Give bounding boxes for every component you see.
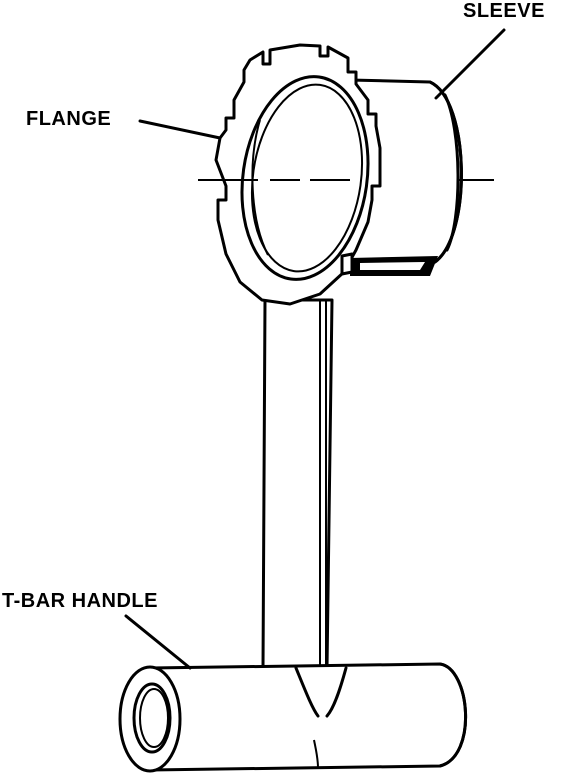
- sleeve-body: [348, 78, 463, 276]
- flange-label: FLANGE: [26, 108, 111, 130]
- sleeve-leader: [434, 28, 506, 100]
- sleeve-label: SLEEVE: [463, 0, 545, 22]
- flange-leader: [138, 119, 222, 140]
- handle-leader: [124, 614, 192, 670]
- handle-shaft: [261, 298, 334, 717]
- t-bar-handle: [118, 662, 468, 773]
- flange: [214, 43, 382, 306]
- handle-label: T-BAR HANDLE: [2, 590, 158, 612]
